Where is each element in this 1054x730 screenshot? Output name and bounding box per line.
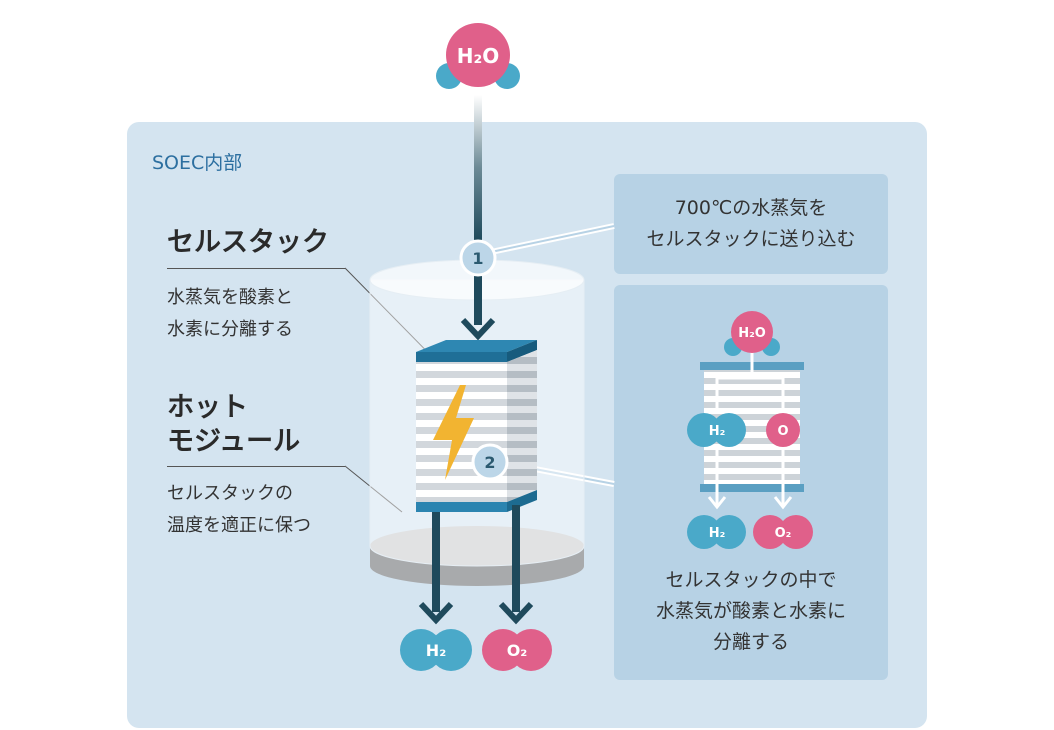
stack-top (416, 340, 537, 352)
cell-stack-title: セルスタック (167, 227, 329, 258)
detail-h2-mid-label: H₂ (709, 424, 726, 439)
detail-arrow-o2 (773, 496, 793, 510)
step2-line-2: 水蒸気が酸素と水素に (655, 600, 846, 622)
separation-detail: H₂O H₂ O H₂ O₂ (687, 311, 813, 549)
inflow-arrow (460, 317, 496, 341)
cell-stack-desc-1: 水蒸気を酸素と (167, 287, 293, 308)
o2-outflow-pipe (512, 505, 520, 612)
step1-line-2: セルスタックに送り込む (646, 228, 856, 250)
detail-arrow-h2 (707, 496, 727, 510)
h2-outflow-pipe (432, 512, 440, 612)
cell-stack-desc-2: 水素に分離する (167, 319, 293, 340)
inflow-pipe (474, 95, 482, 240)
detail-h2-out-label: H₂ (709, 526, 726, 541)
step2-number: 2 (484, 453, 495, 472)
hot-module-desc-2: 温度を適正に保つ (167, 515, 311, 536)
hot-module-leader (344, 465, 403, 513)
hydrogen-label: H₂ (426, 641, 446, 660)
panel-label: SOEC内部 (152, 152, 243, 174)
stack-side (507, 350, 537, 502)
step2-line-1: セルスタックの中で (665, 569, 837, 591)
detail-water-label: H₂O (738, 326, 766, 341)
stack-bottom (416, 502, 507, 512)
detail-split-right (752, 376, 785, 414)
hydrogen-molecule-icon: H₂ (400, 629, 472, 671)
lightning-icon (433, 385, 474, 480)
step2-line-3: 分離する (712, 631, 789, 653)
detail-o-label: O (777, 424, 788, 439)
detail-split-left (715, 350, 754, 410)
step1-badge: 1 (459, 239, 497, 277)
hot-module-title-1: ホット (167, 392, 248, 423)
o2-outflow-arrow (498, 601, 534, 625)
cell-stack-rule (167, 268, 345, 269)
detail-h2-out-icon: H₂ (687, 515, 746, 549)
oxygen-molecule-icon: O₂ (482, 629, 552, 671)
hot-module-desc-1: セルスタックの (167, 483, 293, 504)
water-label: H₂O (457, 44, 500, 68)
detail-o2-out-label: O₂ (775, 526, 792, 541)
step2-badge: 2 (471, 443, 509, 481)
step1-line-1: 700℃の水蒸気を (674, 197, 828, 219)
detail-o-icon: O (766, 413, 800, 447)
h2-outflow-arrow (418, 601, 454, 625)
detail-water-icon: H₂O (724, 311, 780, 356)
detail-o2-out-icon: O₂ (753, 515, 813, 549)
detail-h2-mid-icon: H₂ (687, 413, 746, 447)
hot-module-title-2: モジュール (167, 426, 301, 457)
water-molecule-icon: H₂O (436, 23, 520, 89)
step1-number: 1 (472, 249, 483, 268)
oxygen-label: O₂ (507, 641, 528, 660)
step1-box: 700℃の水蒸気を セルスタックに送り込む (614, 174, 888, 274)
hot-module-rule (167, 466, 345, 467)
detail-stack-bottom (700, 484, 804, 492)
